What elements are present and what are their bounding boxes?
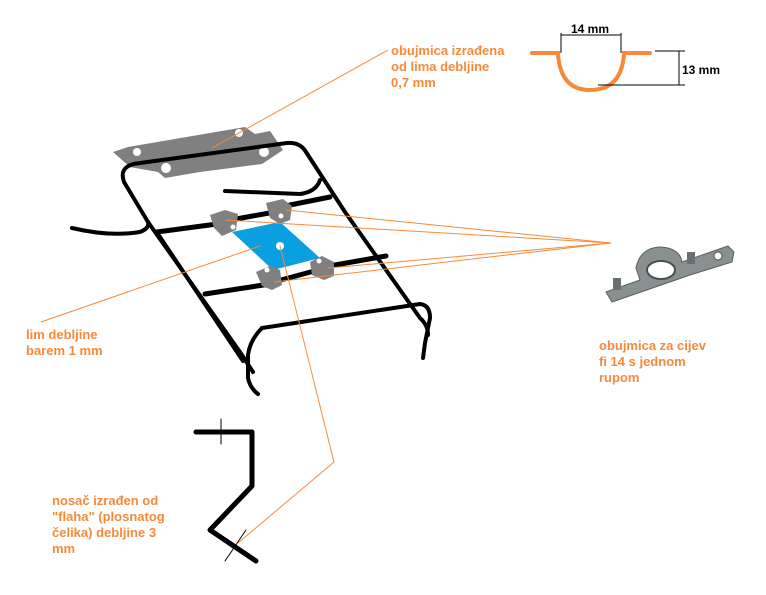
label-clamp-sheet: obujmica izrađena od lima debljine 0,7 m… [391, 43, 505, 90]
profile-width-label: 14 mm [571, 22, 610, 36]
label-pipe-clamp: obujmica za cijev fi 14 s jednom rupom [599, 338, 706, 385]
flat-bar-bracket [193, 418, 259, 564]
clamp-profile [530, 33, 685, 93]
pipe-clamp-icon [605, 245, 735, 303]
label-base-sheet: lim debljine barem 1 mm [26, 327, 103, 358]
small-clamps [210, 199, 334, 290]
profile-height-label: 13 mm [682, 63, 721, 77]
leader-lines [40, 49, 612, 544]
luggage-rack-frame [70, 140, 432, 396]
base-sheet [232, 222, 320, 270]
label-bracket: nosač izrađen od "flaha" (plosnatog čeli… [52, 493, 165, 556]
top-clamp-plate [113, 127, 283, 178]
